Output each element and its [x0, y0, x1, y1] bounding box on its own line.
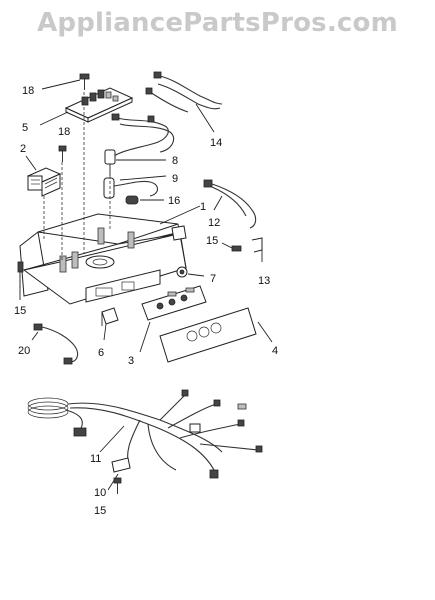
callout-9: 9	[172, 173, 178, 185]
thermistor-part-9	[103, 175, 167, 199]
bracket-part-13	[251, 237, 263, 262]
callout-13: 13	[258, 275, 270, 287]
clip-part-10	[107, 457, 131, 491]
callout-15-right: 15	[206, 235, 218, 247]
callout-16: 16	[168, 195, 180, 207]
callout-18-lower: 18	[58, 126, 70, 138]
callout-8: 8	[172, 155, 178, 167]
screw-part-15-left	[17, 261, 24, 300]
bracket-part-6	[101, 307, 119, 341]
screw-part-18-lower	[58, 145, 67, 162]
callout-20: 20	[18, 345, 30, 357]
callout-3: 3	[128, 355, 134, 367]
callout-12: 12	[208, 217, 220, 229]
screw-part-15-right	[221, 242, 242, 252]
control-wires	[111, 113, 175, 157]
callout-14: 14	[210, 137, 222, 149]
callout-2: 2	[20, 143, 26, 155]
overlay-panel-part-4	[159, 307, 273, 363]
transformer-part-2	[25, 155, 62, 197]
callout-4: 4	[272, 345, 278, 357]
wire-part-20	[31, 323, 79, 365]
control-board-part-5	[39, 87, 134, 126]
housing-part-1	[19, 205, 201, 305]
callout-11: 11	[90, 453, 101, 465]
callout-5: 5	[22, 122, 28, 134]
callout-6: 6	[98, 347, 104, 359]
wire-part-12	[203, 179, 257, 229]
sensor-part-8	[104, 149, 166, 176]
interface-board-part-3	[139, 285, 207, 353]
main-harness-part-11	[27, 389, 263, 479]
spacer-part-7	[176, 266, 205, 278]
screw-part-18-top	[41, 73, 90, 90]
callout-1: 1	[200, 201, 206, 213]
site-watermark: AppliancePartsPros.com	[37, 8, 398, 38]
wire-harness-part-14	[145, 71, 223, 133]
callout-15-left: 15	[14, 305, 26, 317]
callout-18-top: 18	[22, 85, 34, 97]
clip-part-16	[125, 195, 164, 205]
screw-part-15-bottom	[113, 477, 122, 494]
callout-10: 10	[94, 487, 106, 499]
callout-7: 7	[210, 273, 216, 285]
callout-15-bottom: 15	[94, 505, 106, 517]
